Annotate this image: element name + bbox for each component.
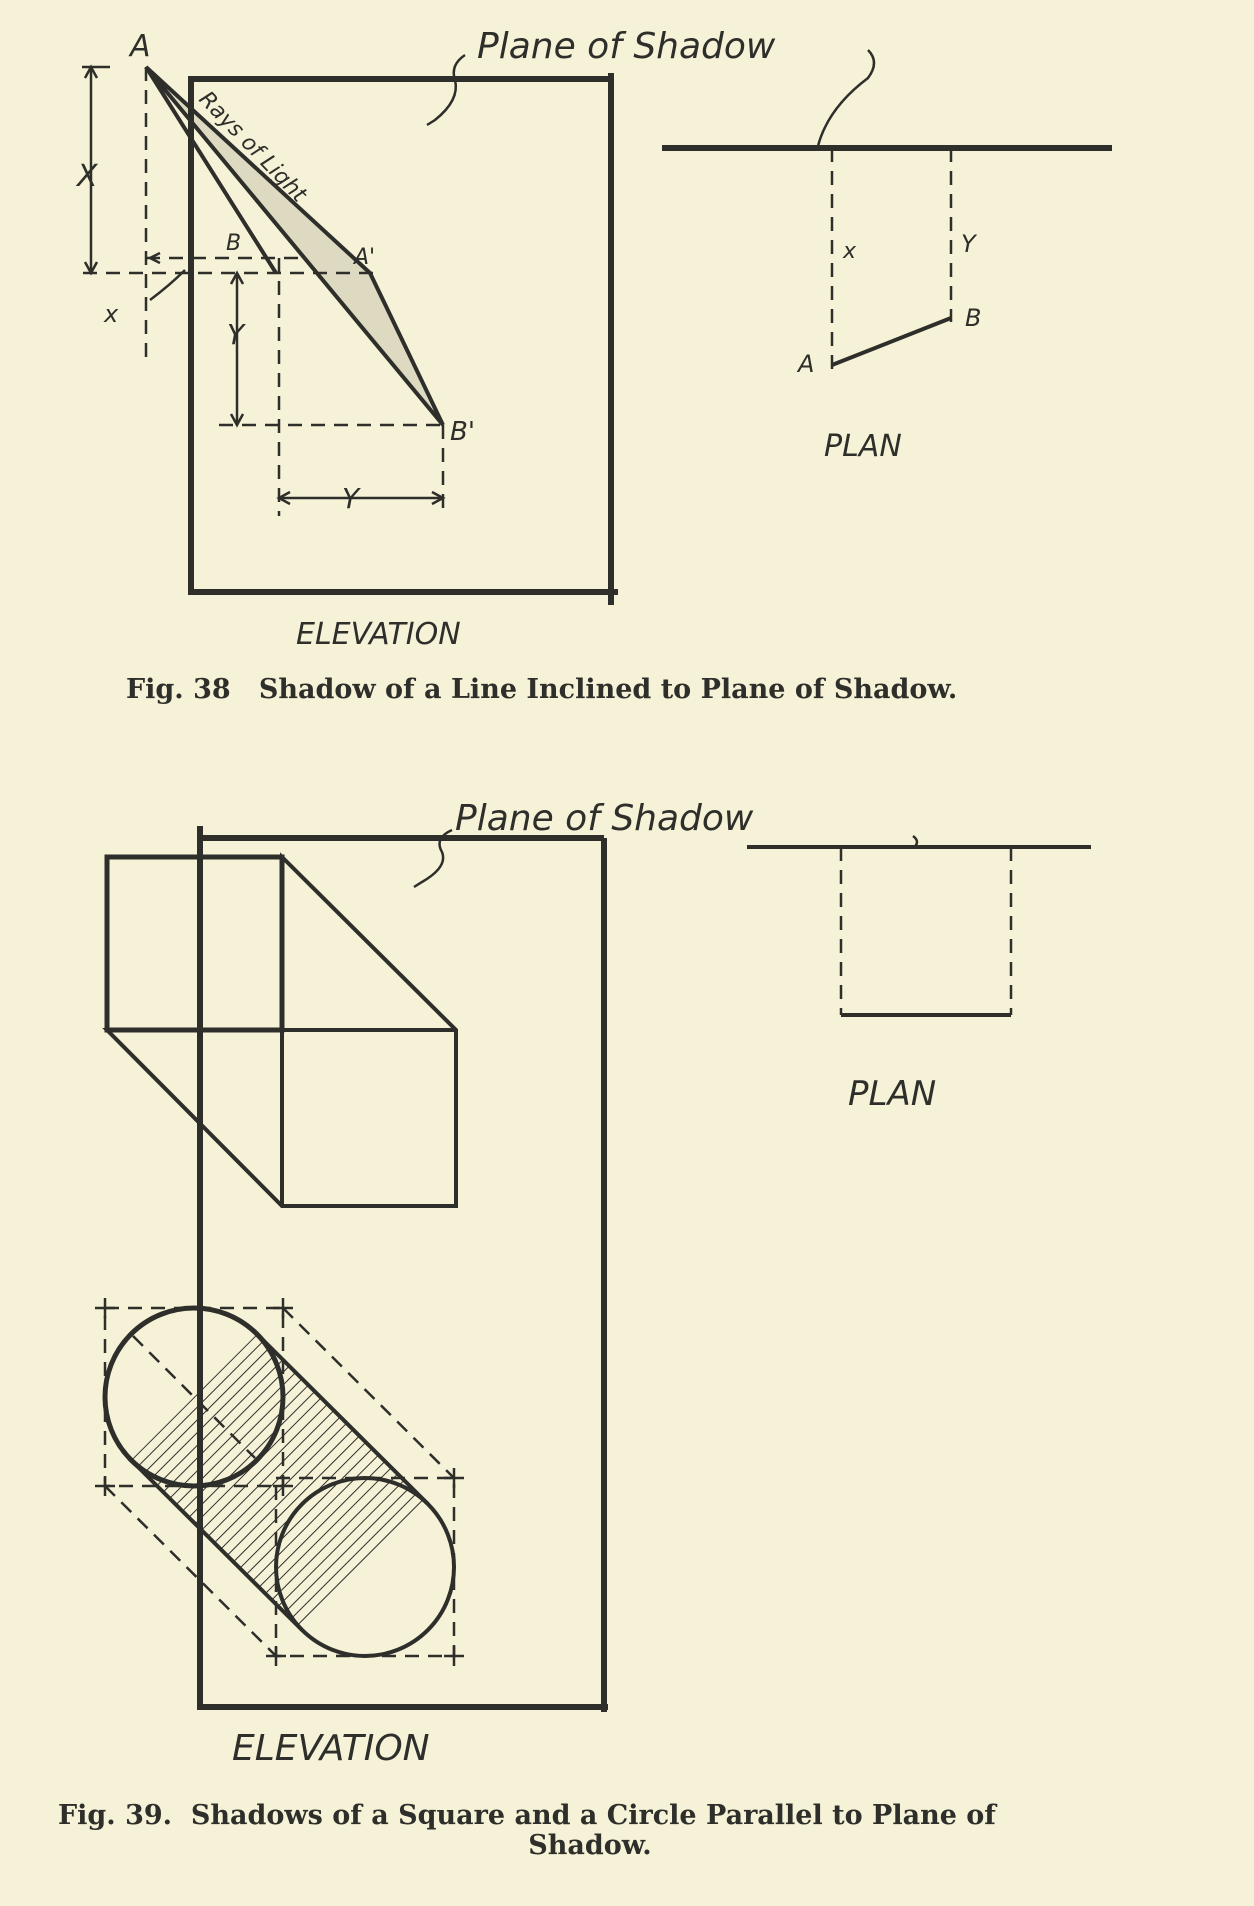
fig39-elevation: Plane of Shadow ELEVATION	[95, 798, 919, 1769]
plan-label: PLAN	[824, 429, 902, 464]
fig38-elevation: A A' B B' X x Y Y Rays of Light Plane of…	[75, 26, 876, 652]
label-dim-y-horizontal: Y	[342, 482, 361, 515]
circle-construction-lines	[103, 1306, 456, 1658]
fig39-caption-line1: Fig. 39. Shadows of a Square and a Circl…	[58, 1800, 998, 1831]
label-dim-x: X	[75, 159, 99, 194]
label-b-prime: B'	[450, 417, 475, 447]
label-plane-of-shadow: Plane of Shadow	[477, 26, 776, 67]
plan-label-a: A	[796, 350, 814, 378]
label-elevation: ELEVATION	[232, 1728, 430, 1769]
fig39-caption-line2: Shadow.	[528, 1830, 651, 1861]
label-a: A	[128, 29, 151, 64]
plan-line-ab	[831, 316, 952, 367]
square	[104, 854, 285, 1033]
label-b: B	[226, 231, 241, 256]
label-dim-x-small: x	[103, 300, 119, 328]
label-a-prime: A'	[352, 245, 375, 270]
label-plane-of-shadow: Plane of Shadow	[455, 798, 754, 839]
dimension-x-small-arrows	[149, 251, 186, 301]
plan-label: PLAN	[848, 1074, 936, 1114]
plane-pointer-arrow	[426, 53, 466, 127]
plan-label-y: Y	[961, 230, 978, 258]
line-shadow-hatch	[144, 65, 445, 427]
fig38-caption: Fig. 38 Shadow of a Line Inclined to Pla…	[126, 674, 957, 705]
line-ab	[144, 65, 278, 275]
label-dim-y-vertical: Y	[227, 318, 246, 351]
plan-label-x: x	[842, 239, 857, 264]
plane-pointer-arrow-plan	[816, 49, 876, 147]
fig39-plan: PLAN	[747, 845, 1091, 1114]
fig38-plan: x Y B A PLAN	[662, 145, 1112, 464]
plan-label-b: B	[965, 304, 981, 332]
label-elevation: ELEVATION	[296, 617, 461, 652]
corner-ticks	[95, 1298, 464, 1666]
